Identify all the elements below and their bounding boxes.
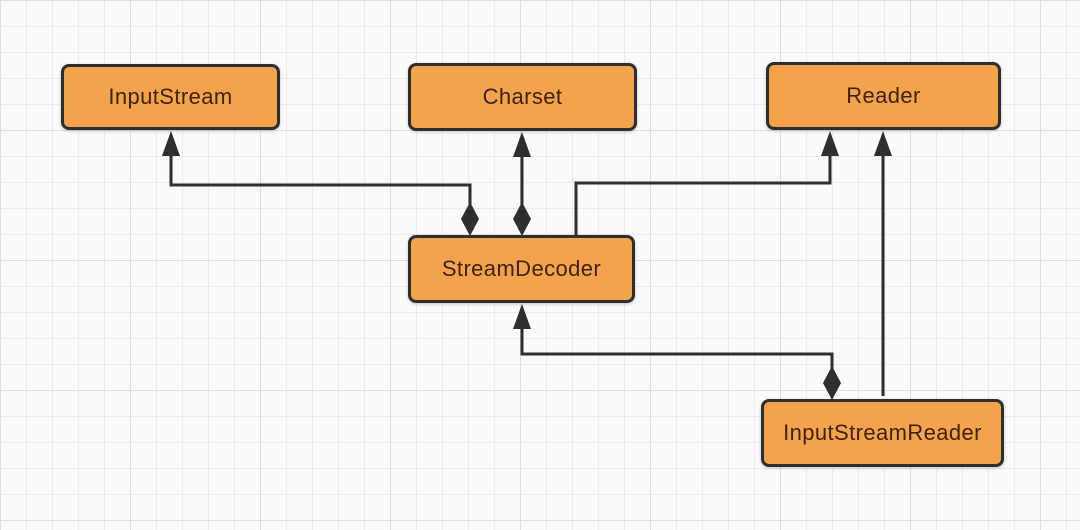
node-charset: Charset xyxy=(408,63,637,131)
arrowhead-icon xyxy=(821,131,839,156)
composition-diamond-icon xyxy=(461,202,479,236)
node-label: InputStreamReader xyxy=(783,420,982,445)
node-streamdecoder: StreamDecoder xyxy=(408,235,635,303)
node-inputstream: InputStream xyxy=(61,64,280,130)
node-label: InputStream xyxy=(108,84,233,109)
edge-inputstreamreader-to-reader xyxy=(874,131,892,396)
composition-diamond-icon xyxy=(823,366,841,400)
edge-streamdecoder-to-inputstream xyxy=(162,131,479,236)
edge-inputstreamreader-to-streamdecoder xyxy=(513,304,841,400)
node-label: Reader xyxy=(846,83,921,108)
composition-diamond-icon xyxy=(513,202,531,236)
node-label: Charset xyxy=(482,84,563,109)
edge-path xyxy=(169,136,472,232)
node-inputstreamreader: InputStreamReader xyxy=(761,399,1004,467)
arrowhead-icon xyxy=(513,132,531,157)
node-reader: Reader xyxy=(766,62,1001,130)
edge-path xyxy=(520,308,834,396)
arrowhead-icon xyxy=(162,131,180,156)
edge-streamdecoder-to-charset xyxy=(513,132,531,236)
edge-streamdecoder-to-reader xyxy=(574,131,839,236)
node-label: StreamDecoder xyxy=(441,256,602,281)
arrowhead-icon xyxy=(874,131,892,156)
arrowhead-icon xyxy=(513,304,531,329)
edge-path xyxy=(574,136,832,236)
